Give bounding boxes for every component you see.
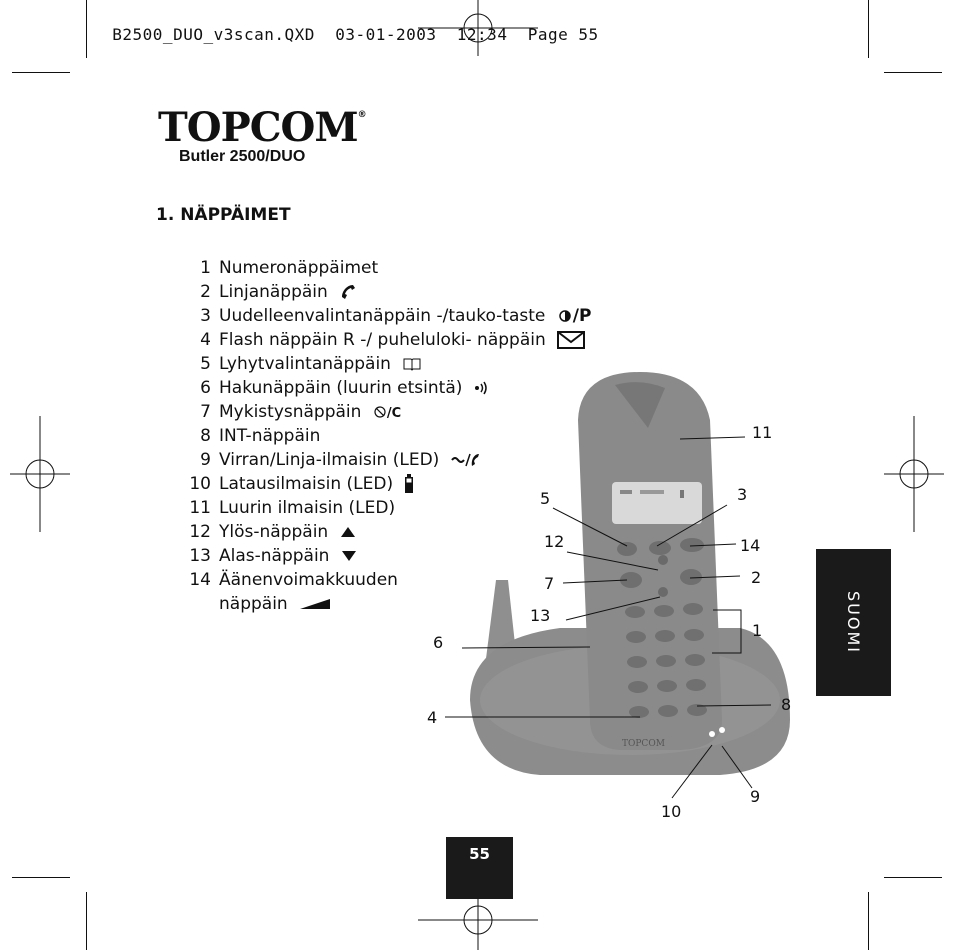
slug-page: Page 55 (527, 25, 599, 44)
callout-label: 9 (750, 787, 761, 806)
crop-mark (868, 892, 869, 950)
up-arrow-icon (340, 527, 355, 537)
callout-label: 7 (544, 574, 555, 593)
base-brand: TOPCOM (622, 739, 665, 749)
book-icon (403, 358, 421, 371)
callout-label: 14 (740, 536, 761, 555)
paging-icon (474, 381, 487, 395)
mute-icon (374, 406, 386, 418)
callout-label: 5 (540, 489, 551, 508)
language-tab-label: SUOMI (843, 591, 863, 654)
down-arrow-icon (341, 551, 356, 561)
handset (578, 372, 722, 750)
crop-mark (12, 877, 70, 878)
registration-target-top (418, 0, 538, 56)
callout-label: 12 (544, 532, 565, 551)
handset-display (612, 482, 702, 524)
crop-mark (86, 892, 87, 950)
crop-mark (884, 72, 942, 73)
callout-label: 11 (752, 423, 773, 442)
crop-mark (12, 72, 70, 73)
slug-date: 03-01-2003 (335, 25, 437, 44)
envelope-icon (557, 331, 586, 349)
crop-mark (86, 0, 87, 58)
callout-label: 4 (427, 708, 438, 727)
registration-target-left (10, 416, 70, 532)
battery-icon (405, 474, 414, 493)
page-number: 55 (446, 837, 513, 899)
language-tab: SUOMI (816, 549, 891, 696)
brand-logo: TOPCOM® (158, 104, 367, 151)
power-line-icon (450, 453, 479, 467)
volume-wedge-icon (300, 599, 331, 609)
model-name: Butler 2500/DUO (179, 148, 306, 165)
callout-label: 6 (433, 633, 444, 652)
crop-mark (868, 0, 869, 58)
section-heading: 1. NÄPPÄIMET (156, 205, 291, 225)
callout-label: 13 (530, 606, 551, 625)
registration-target-right (884, 416, 944, 532)
slug-filename: B2500_DUO_v3scan.QXD (112, 25, 315, 44)
registered-mark: ® (357, 110, 367, 120)
crop-mark (884, 877, 942, 878)
print-slug: B2500_DUO_v3scan.QXD 03-01-2003 12:34 Pa… (92, 6, 599, 44)
callout-label: 3 (737, 485, 748, 504)
callout-label: 8 (781, 695, 792, 714)
callout-label: 10 (661, 802, 682, 821)
phone-handset-icon (342, 285, 356, 299)
callout-label: 2 (751, 568, 762, 587)
earpiece (615, 382, 665, 428)
list-item: näppäin (183, 592, 331, 616)
callout-label: 1 (752, 621, 763, 640)
registration-target-bottom (418, 892, 538, 950)
slug-time: 12:34 (456, 25, 508, 44)
phone-illustration: TOPCOM (470, 372, 790, 775)
redial-icon (559, 310, 571, 322)
